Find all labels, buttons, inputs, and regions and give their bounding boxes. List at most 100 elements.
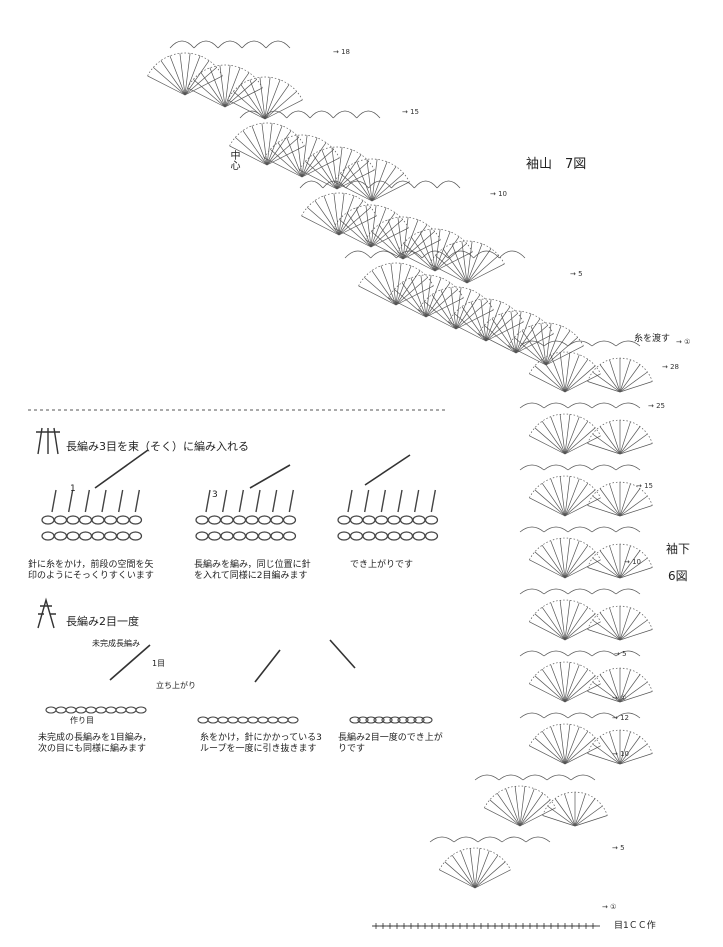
stitch-line	[470, 301, 487, 342]
chain-start-tag: 作り目	[70, 716, 94, 725]
scallop-edge	[543, 650, 569, 657]
scallop-edge	[421, 250, 449, 259]
stitch-line	[599, 674, 621, 703]
chain-stitch-mark	[527, 923, 533, 929]
scallop-edge	[591, 526, 617, 533]
chain-stitch-mark	[569, 923, 575, 929]
stitch-line	[434, 236, 460, 272]
yarn-stitch	[430, 489, 437, 513]
stitch-line	[559, 724, 566, 765]
stitch-line	[387, 219, 404, 260]
row-marker: → 5	[614, 650, 627, 658]
stitch-line	[184, 53, 191, 96]
stitch-line	[619, 619, 648, 641]
stitch-line	[534, 427, 566, 455]
stitch-line	[619, 674, 641, 703]
scallop-edge	[591, 402, 617, 409]
stitch-line	[365, 205, 372, 248]
stitch-line	[619, 443, 653, 455]
scallop-edge	[299, 180, 324, 189]
stitch-line	[397, 217, 404, 260]
stitch-line	[529, 373, 566, 393]
scallop-edge	[396, 250, 423, 259]
scallop-edge	[473, 250, 500, 259]
stitch-line	[529, 497, 566, 517]
scallop-edge	[615, 650, 641, 657]
yarn-stitch	[205, 489, 211, 513]
stitch-line	[599, 550, 621, 579]
scallop-edge	[370, 250, 397, 259]
chain-loop	[95, 706, 107, 714]
stitch-line	[545, 337, 578, 366]
chain-stitch-mark	[443, 923, 449, 929]
stitch-line	[529, 683, 566, 703]
chain-stitch-mark	[471, 923, 477, 929]
stitch-line	[519, 799, 551, 827]
chain-loop	[381, 716, 393, 724]
yarn-loop	[128, 531, 143, 541]
scallop-edge	[615, 464, 641, 471]
chain-arc	[529, 475, 601, 498]
sleeve-cap-pattern	[147, 40, 584, 366]
stitch-line	[545, 323, 552, 366]
yarn-loop	[232, 531, 247, 541]
stitch-line	[299, 169, 338, 190]
stitch-line	[410, 277, 427, 318]
stitch-line	[564, 724, 571, 765]
chain-loop	[85, 706, 97, 714]
scallop-edge	[474, 774, 500, 781]
stitch-line	[209, 67, 226, 108]
chain-arc	[388, 274, 464, 299]
scallop-edge	[615, 712, 641, 719]
stitch-line	[564, 793, 576, 827]
scallop-edge	[217, 40, 243, 49]
chain-arc	[529, 599, 601, 622]
yarn-stitch	[397, 489, 403, 513]
stitch-line	[619, 567, 653, 579]
stitch-line	[338, 195, 355, 236]
stitch-line	[301, 215, 340, 236]
stitch-line	[485, 321, 524, 342]
stitch-line	[425, 289, 458, 318]
row-marker: → 5	[612, 844, 625, 852]
stitch-line	[346, 212, 372, 248]
yarn-loop	[257, 515, 272, 525]
yarn-stitch	[51, 489, 57, 513]
chain-loop	[45, 706, 57, 714]
stitch-line	[592, 681, 621, 703]
yarn-stitch	[413, 489, 420, 513]
stitch1-caption-3: でき上がりです	[350, 560, 414, 570]
stitch-line	[619, 364, 641, 393]
chain-loop	[257, 716, 269, 724]
chain-stitch-mark	[408, 923, 414, 929]
stitch-line	[619, 681, 648, 703]
stitch-line	[564, 730, 589, 765]
yarn-loop	[41, 515, 55, 525]
yarn-loop	[349, 531, 364, 541]
scallop-edge	[519, 464, 545, 471]
stitch-line	[529, 559, 566, 579]
row-marker: → ①	[602, 903, 617, 911]
stitch-line	[338, 193, 345, 236]
yarn-stitch	[271, 489, 278, 513]
stitch-line	[515, 333, 554, 354]
stitch-line	[336, 169, 375, 190]
stitch-line	[466, 255, 499, 284]
stitch2-caption-1: 未完成の長編みを1目編み， 次の目にも同様に編みます	[38, 733, 152, 754]
stitch-line	[592, 743, 621, 765]
stitch-line	[564, 373, 601, 393]
scallop-edge	[567, 402, 593, 409]
scallop-edge	[447, 250, 474, 259]
chain-arc	[333, 204, 409, 229]
stitch-line	[587, 629, 621, 641]
stitch-line	[264, 84, 290, 120]
stitch-line	[619, 736, 641, 765]
scallop-edge	[546, 774, 572, 781]
stitch-line	[500, 313, 517, 354]
stitch-line	[564, 664, 580, 703]
yarn-loop	[195, 515, 209, 525]
yarn-loop	[53, 531, 68, 541]
stitch-line	[434, 229, 441, 272]
yarn-loop	[66, 531, 80, 541]
stitch-line	[370, 219, 403, 248]
